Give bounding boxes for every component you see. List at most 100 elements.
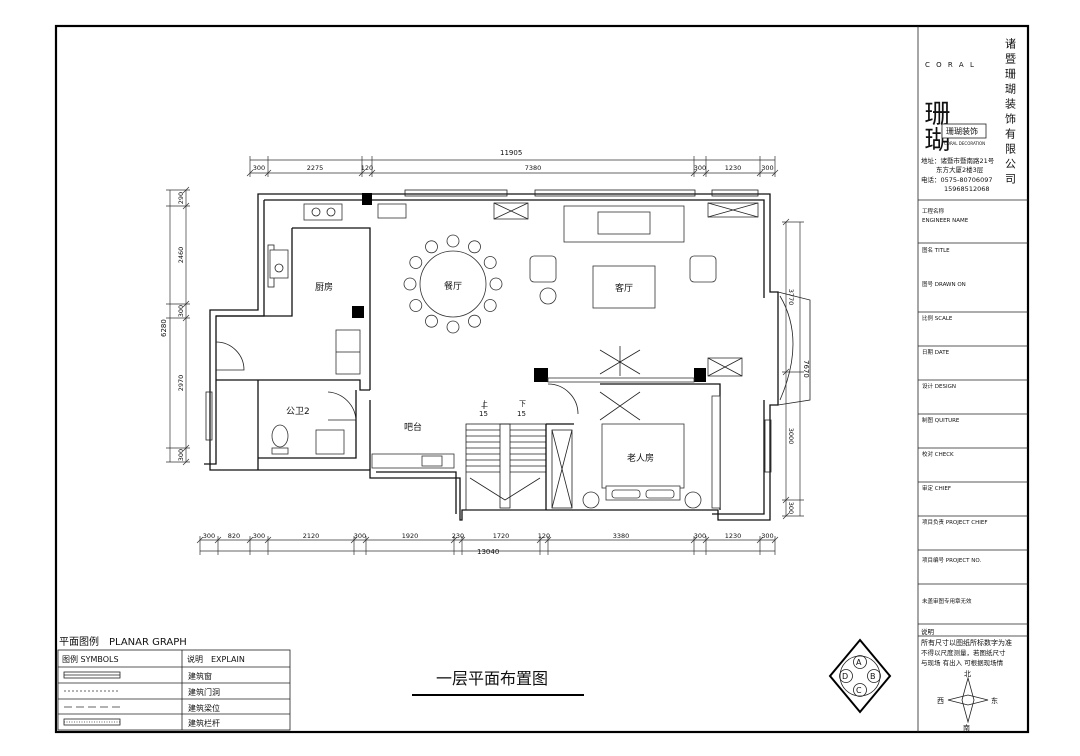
title-block-label: 项目编号 PROJECT NO.: [922, 556, 981, 564]
dim-label: 300: [253, 164, 265, 172]
company-name: 诸暨珊瑚装饰有限公司: [1004, 38, 1017, 188]
dim-top-total: 11905: [500, 149, 522, 157]
stair-up-count: 15: [479, 410, 488, 418]
notes-line-1: 所有尺寸以图纸所标数字为准: [921, 638, 1012, 647]
legend-col-symbols: 图例 SYMBOLS: [62, 654, 119, 664]
notes-line-3: 与现场 有出入 可根据现场情: [921, 658, 1004, 667]
north-arrow: 北 南 西 东: [937, 670, 998, 732]
dim-left-total: 6280: [160, 319, 168, 337]
west-label: 西: [937, 697, 944, 705]
dimension-chain-bottom: 300 820 300 2120 300 1920 230 1720 120 3380 300 123…: [196, 532, 779, 555]
compass-letter-d: D: [842, 672, 848, 681]
title-block-label: 设计 DESIGN: [922, 382, 956, 390]
room-label-living: 客厅: [615, 282, 633, 294]
dim-label: 120: [361, 164, 373, 172]
dining-chair: [403, 277, 417, 291]
legend-row-beam: 建筑梁位: [188, 703, 220, 713]
dim-label: 7380: [525, 164, 542, 172]
dim-label: 120: [538, 532, 550, 540]
title-block-label: 工程名称: [922, 207, 945, 215]
stair-up-label: 上: [481, 399, 488, 408]
column: [352, 306, 364, 318]
stair-down-label: 下: [519, 400, 526, 408]
dim-label: 2275: [307, 164, 324, 172]
company-logo: C O R A L 珊瑚 珊瑚装饰 CORAL DECORATION: [920, 61, 987, 152]
notes-label: 说明: [921, 627, 935, 636]
drawing-frame: [54, 24, 1030, 734]
company-phone-1: 电话：0575-80706097: [921, 175, 992, 184]
brand-badge-box: [941, 123, 987, 139]
title-block-label: 校对 CHECK: [922, 450, 954, 458]
room-label-bath: 公卫2: [286, 406, 310, 417]
title-block-label: 审定 CHIEF: [922, 484, 951, 492]
legend-row-railing: 建筑栏杆: [188, 718, 220, 728]
dining-chair: [409, 299, 423, 312]
dim-label: 300: [177, 449, 185, 461]
legend-row-window: 建筑窗: [188, 671, 212, 681]
dim-label: 1230: [725, 532, 742, 540]
compass-letter-a: A: [856, 658, 862, 667]
dim-label: 3380: [613, 532, 630, 540]
compass-letter-c: C: [856, 686, 862, 695]
dim-label: 300: [694, 164, 706, 172]
title-block-label: 图号 DRAWN ON: [922, 280, 966, 288]
dim-label: 300: [761, 164, 773, 172]
elder-room-bed: [582, 423, 702, 509]
title-block-label: ENGINEER NAME: [922, 218, 969, 224]
room-label-kitchen: 厨房: [315, 281, 333, 293]
dim-label: 820: [228, 532, 240, 540]
title-block-label: 未盖审图专用章无效: [922, 597, 972, 605]
company-phone-2: 15968512068: [944, 185, 990, 193]
dim-label: 3000: [787, 428, 795, 445]
dim-label: 2120: [303, 532, 320, 540]
room-label-elder-room: 老人房: [627, 452, 654, 464]
dimension-chain-right: 3770 3000 300: [782, 218, 804, 520]
room-label-bar: 吧台: [404, 421, 422, 433]
dim-label: 1920: [402, 532, 419, 540]
company-address-1: 地址：诸暨市暨南路21号: [921, 156, 995, 165]
notes-block: 说明 所有尺寸以图纸所标数字为准 不得以尺度测量，若图纸尺寸 与现场 有出入 可…: [921, 627, 1012, 667]
floor-plan: 厨房 餐厅 客厅 公卫2 吧台 老人房 上 15 下 15: [204, 189, 811, 521]
coffee-table: [592, 265, 656, 309]
dim-label: 1230: [725, 164, 742, 172]
title-block-label: 日期 DATE: [922, 349, 950, 356]
dim-label: 2460: [177, 247, 185, 264]
dim-label: 300: [177, 305, 185, 317]
dimension-chain-top: 300 2275 120 7380 300 1230 300: [246, 156, 779, 177]
dim-label: 300: [253, 532, 265, 540]
legend-table: 平面图例 PLANAR GRAPH 图例 SYMBOLS 说明 EXPLAIN …: [57, 635, 291, 731]
dining-chair: [468, 240, 481, 254]
dim-label: 230: [452, 532, 464, 540]
dim-label: 290: [177, 192, 185, 204]
legend-col-explain: 说明 EXPLAIN: [187, 654, 245, 664]
dim-bottom-total: 13040: [477, 548, 499, 556]
title-block-label: 项目负责 PROJECT CHIEF: [922, 518, 988, 526]
stair-down-count: 15: [517, 410, 526, 418]
dim-label: 1720: [493, 532, 510, 540]
notes-line-2: 不得以尺度测量，若图纸尺寸: [921, 648, 1006, 657]
drawing-title: 一层平面布置图: [436, 669, 548, 688]
title-block-label: 制图 QUITURE: [922, 416, 960, 424]
dim-label: 300: [761, 532, 773, 540]
brand-badge-sub: CORAL DECORATION: [944, 141, 985, 146]
dim-label: 3770: [787, 289, 795, 306]
legend-row-door-opening: 建筑门洞: [188, 687, 220, 697]
column: [694, 368, 706, 382]
exterior-wall: [209, 193, 779, 521]
column: [362, 193, 372, 205]
dining-chair: [446, 234, 460, 248]
legend-title: 平面图例 PLANAR GRAPH: [59, 635, 187, 648]
north-label: 北: [964, 670, 971, 678]
dim-label: 300: [203, 532, 215, 540]
dining-chair: [489, 277, 503, 291]
room-label-dining: 餐厅: [444, 280, 462, 292]
dining-chair: [468, 314, 481, 328]
dining-chair: [425, 314, 438, 328]
dim-label: 300: [787, 502, 795, 514]
dining-chair: [483, 256, 497, 269]
dim-right-total: 7670: [802, 360, 810, 378]
dim-label: 300: [694, 532, 706, 540]
